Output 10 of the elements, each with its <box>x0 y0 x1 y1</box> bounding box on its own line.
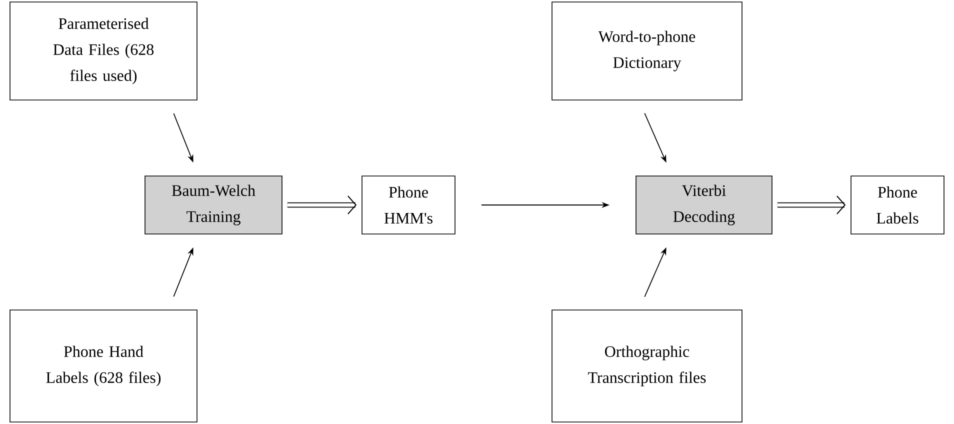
arrow <box>777 196 846 214</box>
data-box: Phone HMM's <box>362 176 456 234</box>
arrow <box>287 196 357 214</box>
process-box: Viterbi Decoding <box>636 176 772 234</box>
data-box: Phone Hand Labels (628 files) <box>10 310 198 422</box>
data-box: Parameterised Data Files (628 files used) <box>10 2 198 100</box>
data-box: Orthographic Transcription files <box>552 310 742 422</box>
data-box: Word-to-phone Dictionary <box>552 2 742 100</box>
process-box: Baum-Welch Training <box>144 176 282 234</box>
data-box: Phone Labels <box>850 176 944 234</box>
